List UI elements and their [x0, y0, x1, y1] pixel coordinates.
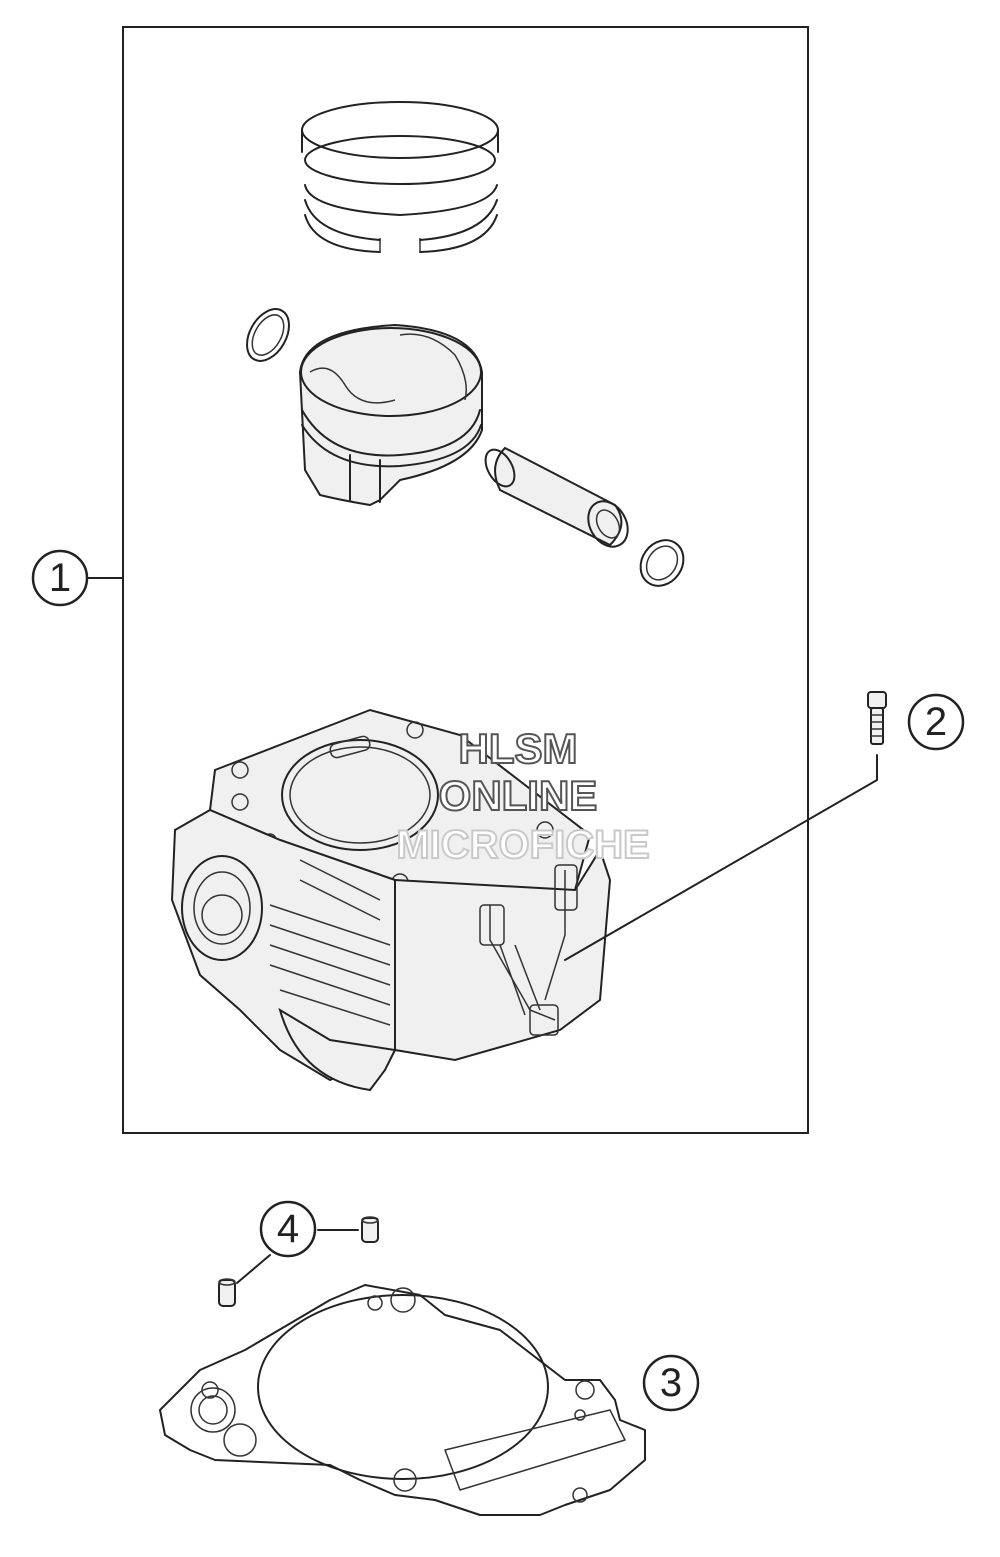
watermark: HLSM ONLINE MICROFICHE	[395, 724, 650, 868]
callout-1-label: 1	[49, 556, 71, 600]
leader-lines	[87, 577, 878, 1284]
callout-3: 3	[642, 1354, 700, 1412]
callout-2: 2	[907, 693, 965, 751]
callout-1: 1	[31, 549, 89, 607]
circlip-right	[639, 539, 685, 587]
base-gasket	[159, 1284, 646, 1516]
cylinder-bolt	[867, 691, 887, 745]
callout-3-label: 3	[660, 1361, 682, 1405]
watermark-line-1: HLSM	[459, 725, 578, 772]
piston	[298, 323, 483, 507]
callout-4-label: 4	[277, 1207, 299, 1251]
piston-pin	[484, 446, 629, 548]
watermark-line-3: MICROFICHE	[396, 823, 649, 867]
piston-rings	[301, 101, 499, 253]
callout-2-label: 2	[925, 700, 947, 744]
kit-group-box	[122, 26, 809, 1134]
watermark-line-2: ONLINE	[439, 772, 598, 819]
callout-4: 4	[259, 1200, 317, 1258]
cylinder	[170, 708, 612, 1092]
dowel-pins	[218, 1216, 379, 1307]
circlip-left	[246, 308, 290, 362]
